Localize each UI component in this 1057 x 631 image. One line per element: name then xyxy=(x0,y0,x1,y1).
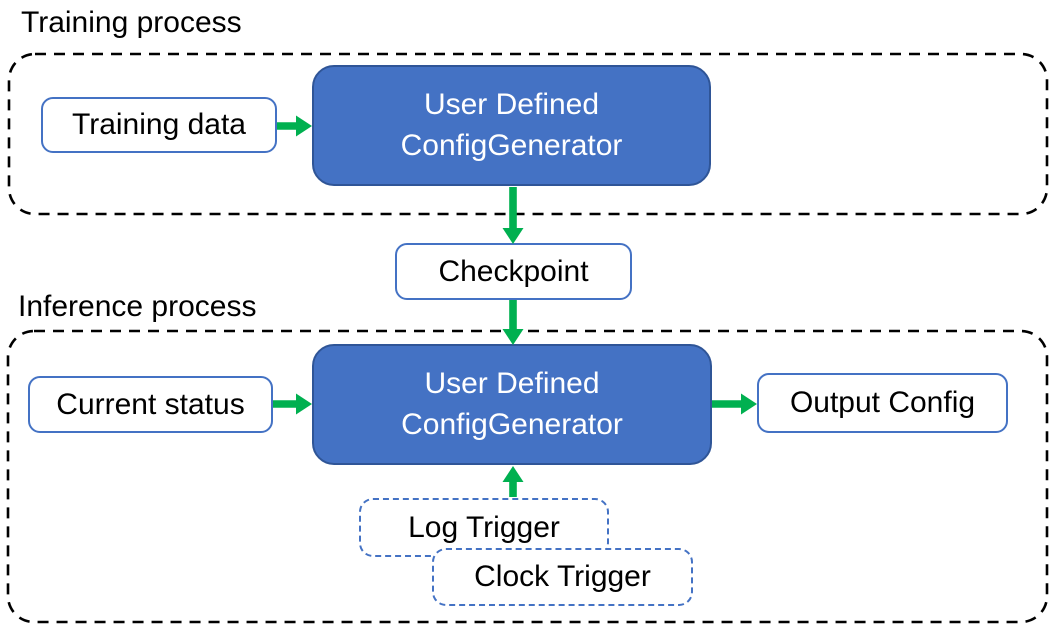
config-generator-inference-line1: User Defined xyxy=(424,367,600,400)
arrow-generator-to-checkpoint xyxy=(502,187,524,244)
inference-process-label: Inference process xyxy=(18,290,257,323)
arrow-checkpoint-to-generator xyxy=(502,300,524,345)
config-generator-training-node: User Defined ConfigGenerator xyxy=(312,65,711,186)
current-status-node: Current status xyxy=(28,376,273,433)
training-process-label: Training process xyxy=(21,6,242,39)
config-generator-inference-node: User Defined ConfigGenerator xyxy=(312,344,712,465)
log-trigger-label: Log Trigger xyxy=(408,510,560,544)
output-config-label: Output Config xyxy=(789,386,976,419)
arrow-log-trigger-to-generator xyxy=(502,466,524,497)
training-data-label: Training data xyxy=(72,108,246,141)
checkpoint-node: Checkpoint xyxy=(395,243,632,300)
training-data-node: Training data xyxy=(41,97,277,153)
current-status-label: Current status xyxy=(56,387,245,421)
arrow-generator-to-output-config xyxy=(712,393,757,415)
output-config-node: Output Config xyxy=(757,373,1008,433)
checkpoint-label: Checkpoint xyxy=(438,254,589,288)
config-generator-training-line1: User Defined xyxy=(423,88,600,121)
arrow-training-data-to-generator xyxy=(277,115,312,137)
config-generator-inference-line2: ConfigGenerator xyxy=(401,407,623,441)
arrow-current-status-to-generator xyxy=(273,393,312,415)
clock-trigger-node: Clock Trigger xyxy=(432,548,693,606)
clock-trigger-label: Clock Trigger xyxy=(474,560,651,593)
config-generator-training-line2: ConfigGenerator xyxy=(400,128,623,162)
